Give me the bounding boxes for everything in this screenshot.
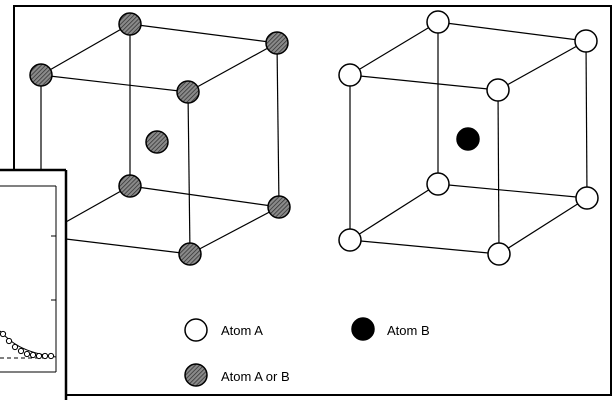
cube-edge	[187, 42, 278, 93]
atom-a-or-b-corner	[267, 195, 291, 219]
legend-atom-b-swatch	[351, 317, 375, 341]
legend-atom-a-label: Atom A	[221, 323, 263, 338]
inset-plot-panel	[0, 168, 68, 400]
ordered-unit-cell	[349, 21, 588, 255]
legend-atom-a-swatch	[184, 318, 208, 342]
cube-edge	[437, 21, 587, 42]
legend-atom-a-or-b-label: Atom A or B	[221, 369, 290, 384]
atom-a-corner	[338, 228, 362, 252]
atom-a-corner	[575, 186, 599, 210]
atom-a-corner	[486, 78, 510, 102]
legend: Atom A Atom B Atom A or B	[184, 317, 430, 387]
atom-a-or-b-corner	[118, 12, 142, 36]
atom-a-or-b-corner	[176, 80, 200, 104]
atom-a-corner	[426, 172, 450, 196]
cube-edge	[497, 89, 500, 255]
cube-edge	[129, 23, 278, 44]
atom-a-or-b-corner	[265, 31, 289, 55]
cube-edge	[129, 185, 280, 208]
cube-edge	[40, 74, 189, 93]
cube-edge	[40, 23, 131, 76]
inset-plot-markers	[0, 330, 55, 360]
atom-a-corner	[574, 29, 598, 53]
atom-a-corner	[426, 10, 450, 34]
legend-item-atom-b: Atom B	[351, 317, 430, 341]
atom-a-or-b-corner	[29, 63, 53, 87]
cube-edge	[349, 183, 439, 241]
legend-item-atom-a-or-b: Atom A or B	[184, 363, 290, 387]
cube-edge	[349, 21, 439, 76]
atom-a-or-b-corner	[118, 174, 142, 198]
cube-edge	[498, 197, 588, 255]
atom-a-or-b-corner	[178, 242, 202, 266]
legend-atom-b-label: Atom B	[387, 323, 430, 338]
ordered-atoms	[338, 10, 599, 266]
atom-a-corner	[487, 242, 511, 266]
legend-atom-a-or-b-swatch	[184, 363, 208, 387]
cube-edge	[437, 183, 588, 199]
disordered-unit-cell	[40, 23, 280, 255]
cube-edge	[349, 239, 500, 255]
cube-edge	[585, 40, 588, 199]
cube-edge	[276, 42, 280, 208]
cube-edge	[189, 206, 280, 255]
cube-edge	[497, 40, 587, 91]
atom-a-corner	[338, 63, 362, 87]
legend-item-atom-a: Atom A	[184, 318, 263, 342]
disordered-atoms	[29, 12, 291, 266]
cube-edge	[187, 91, 191, 255]
atom-b-center	[456, 127, 480, 151]
atom-a-or-b-center	[145, 130, 169, 154]
cube-edge	[349, 74, 499, 91]
